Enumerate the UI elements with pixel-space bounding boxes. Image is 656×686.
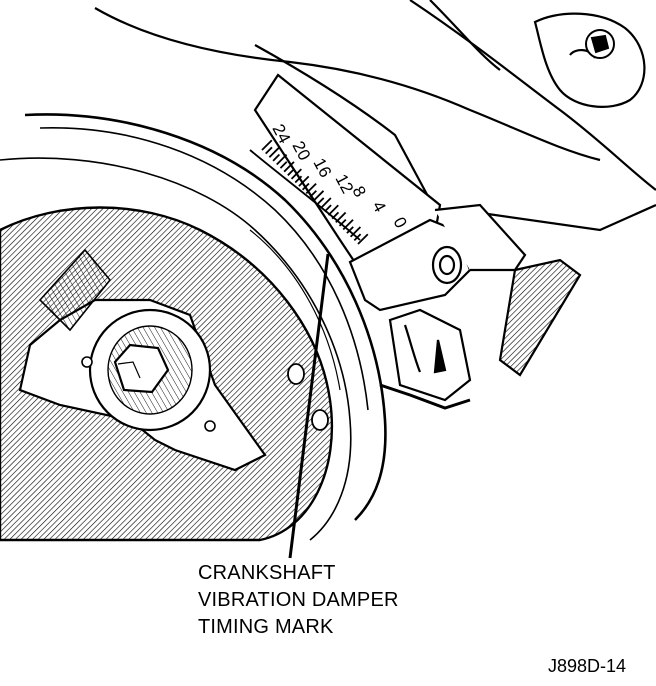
scale-tick xyxy=(287,168,295,176)
scale-tick xyxy=(353,233,362,242)
leader-line xyxy=(288,253,330,559)
scale-tick xyxy=(346,226,354,234)
scale-tick xyxy=(349,226,362,238)
scale-tick xyxy=(272,153,281,162)
scale-tick xyxy=(276,154,288,166)
scale-tick xyxy=(357,233,369,245)
scale-tick xyxy=(324,204,332,213)
scale-tick xyxy=(294,175,303,184)
scale-tick xyxy=(316,197,325,205)
scale-tick xyxy=(290,168,302,180)
bolt-head-icon xyxy=(585,29,615,59)
damper-hub-plate xyxy=(18,248,267,472)
scale-tick xyxy=(338,218,347,227)
scale-tick xyxy=(283,161,295,173)
callout-line-3: TIMING MARK xyxy=(198,616,334,638)
callout-line-1: CRANKSHAFT xyxy=(198,562,336,584)
scale-tick xyxy=(261,139,273,151)
damper-holes xyxy=(287,363,329,431)
timing-scale-ticks xyxy=(261,139,369,245)
scale-tick xyxy=(301,182,310,191)
scale-tick xyxy=(268,146,280,158)
engine-block-outline xyxy=(94,0,656,232)
scale-tick xyxy=(265,146,273,155)
timing-bracket xyxy=(348,203,582,410)
scale-tick xyxy=(279,161,288,169)
scale-tick xyxy=(305,182,317,195)
figure-id: J898D-14 xyxy=(548,656,627,676)
scale-tick xyxy=(320,197,332,209)
timing-mark-callout: CRANKSHAFT VIBRATION DAMPER TIMING MARK xyxy=(198,560,399,641)
scale-tick xyxy=(313,190,325,202)
scale-tick xyxy=(298,175,310,187)
callout-line-2: VIBRATION DAMPER xyxy=(198,589,399,611)
scale-tick xyxy=(342,219,354,231)
scale-tick xyxy=(335,211,347,223)
scale-tick xyxy=(327,204,339,216)
scale-tick xyxy=(331,211,340,220)
scale-tick xyxy=(309,190,317,198)
